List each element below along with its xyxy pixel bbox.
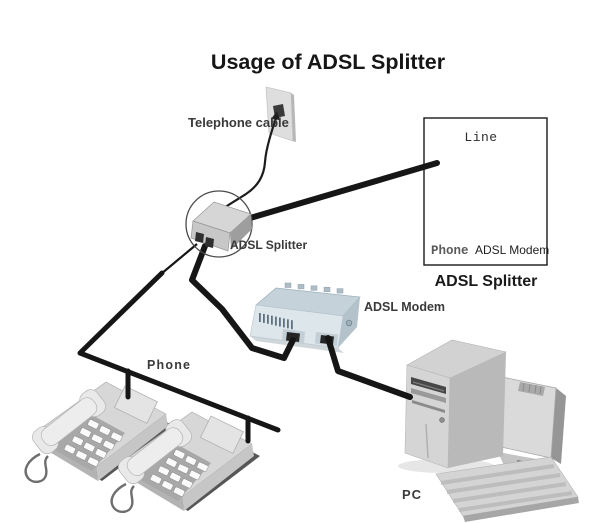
jack-plug [271,111,280,120]
diagram-title: Usage of ADSL Splitter [211,50,446,74]
monitor-vent-lines [522,382,542,395]
adsl-modem-device [249,282,361,353]
tower-groove [425,423,429,459]
adsl-splitter-label: ADSL Splitter [230,238,307,252]
detail-box-caption: ADSL Splitter [435,273,538,290]
modem-vents [259,313,293,330]
adsl-splitter-device [190,201,252,252]
splitter-front-face [190,220,231,252]
splitter-to-modem-line [189,243,296,361]
monitor-vent-patch [518,382,545,396]
pc-keyboard [435,456,579,522]
modem-shadow [250,336,344,353]
splitter-detail-box: Line Phone ADSL Modem ADSL Splitter [423,117,549,290]
modem-power-port [345,319,353,327]
splitter-port-2 [205,237,214,248]
tower-power-button [439,417,445,423]
detail-line-port-label: Line [464,130,497,145]
detail-box-outline [423,117,548,266]
splitter-phone-line-thin [160,243,198,275]
phone-label: Phone [147,358,191,372]
phone-line-wiring [77,243,281,444]
splitter-right-face [230,214,252,250]
tower-drive-bay-2 [411,388,446,403]
tower-drive-bay-line [412,381,445,392]
tower-cd-slot [412,400,445,413]
splitter-to-detailbox-line [237,160,440,224]
telephone-cable-line [223,114,279,209]
pc-device [398,339,579,522]
detail-modem-port-label: ADSL Modem [475,243,549,257]
pc-label: PC [402,487,422,502]
phone-bus-line [77,270,281,433]
keyboard-front-edge [463,497,579,522]
adsl-modem-label: ADSL Modem [364,300,445,314]
tower-drive-bay-1 [411,377,446,394]
modem-to-pc-line [325,335,413,400]
modem-top-bumps [284,282,344,294]
wall-plate-edge [291,93,296,142]
splitter-port-1 [195,232,204,243]
splitter-highlight-circle [185,190,253,258]
keyboard-key-rows [440,464,573,512]
tower-side-face [448,352,506,468]
telephone-cable-label: Telephone cable [188,115,289,130]
detail-phone-port-label: Phone [431,244,469,258]
